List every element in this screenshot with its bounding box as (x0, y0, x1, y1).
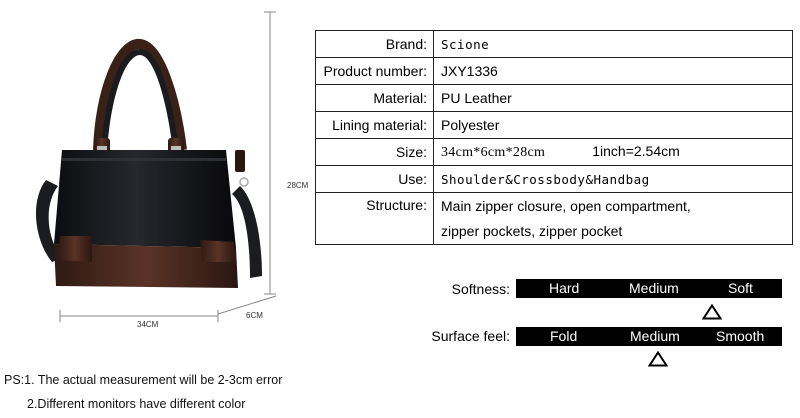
spec-row-lining: Lining material: Polyester (315, 111, 793, 139)
softness-option-hard: Hard (549, 280, 580, 296)
spec-row-product-number: Product number: JXY1336 (315, 57, 793, 85)
note-monitor-color: 2.Different monitors have different colo… (27, 397, 246, 411)
spec-table: Brand: Scione Product number: JXY1336 Ma… (315, 30, 793, 245)
surface-marker-triangle-icon (648, 351, 668, 367)
spec-row-size: Size: 34cm*6cm*28cm 1inch=2.54cm (315, 138, 793, 166)
spec-value: Shoulder&Crossbody&Handbag (433, 165, 793, 193)
spec-row-use: Use: Shoulder&Crossbody&Handbag (315, 165, 793, 193)
size-conversion: 1inch=2.54cm (592, 143, 680, 159)
surface-feel-label: Surface feel: (431, 328, 510, 344)
surface-feel-scale: Fold Medium Smooth (516, 327, 782, 346)
spec-value-cell: Main zipper closure, open compartment, z… (433, 192, 793, 245)
structure-line: zipper pockets, zipper pocket (441, 222, 623, 239)
shoulder-strap (35, 180, 62, 262)
spec-row-material: Material: PU Leather (315, 84, 793, 112)
bag-handle-front (101, 48, 179, 151)
bag-body (54, 150, 236, 248)
spec-row-brand: Brand: Scione (315, 30, 793, 58)
softness-label: Softness: (451, 281, 510, 297)
bag-handle-back (93, 39, 187, 151)
spec-value: Scione (433, 30, 793, 58)
softness-marker-triangle-icon (702, 304, 722, 320)
spec-value-cell: 34cm*6cm*28cm 1inch=2.54cm (433, 138, 793, 166)
surface-option-medium: Medium (630, 328, 680, 344)
spec-key: Size: (315, 138, 434, 166)
spec-key: Brand: (315, 30, 434, 58)
spec-row-structure: Structure: Main zipper closure, open com… (315, 192, 793, 245)
height-dimension-label: 28CM (287, 181, 309, 190)
structure-line: Main zipper closure, open compartment, (441, 197, 691, 214)
bag-bottom-trim (54, 244, 238, 288)
bag-image (35, 11, 277, 322)
note-measurement-error: PS:1. The actual measurement will be 2-3… (4, 373, 283, 387)
spec-key: Use: (315, 165, 434, 193)
spec-value: 34cm*6cm*28cm (441, 145, 546, 160)
spec-value: PU Leather (433, 84, 793, 112)
spec-value: JXY1336 (433, 57, 793, 85)
spec-key: Structure: (315, 192, 434, 245)
spec-key: Product number: (315, 57, 434, 85)
depth-dimension-label: 6CM (246, 311, 263, 320)
surface-option-fold: Fold (550, 328, 578, 344)
softness-option-soft: Soft (728, 280, 753, 296)
softness-option-medium: Medium (629, 280, 679, 296)
product-image-area: 28CM 34CM 6CM (0, 0, 310, 345)
surface-option-smooth: Smooth (716, 328, 765, 344)
spec-key: Lining material: (315, 111, 434, 139)
spec-key: Material: (315, 84, 434, 112)
spec-value: Polyester (433, 111, 793, 139)
shoulder-strap-right (232, 186, 262, 278)
width-dimension-label: 34CM (137, 320, 159, 329)
softness-scale: Hard Medium Soft (516, 279, 782, 298)
